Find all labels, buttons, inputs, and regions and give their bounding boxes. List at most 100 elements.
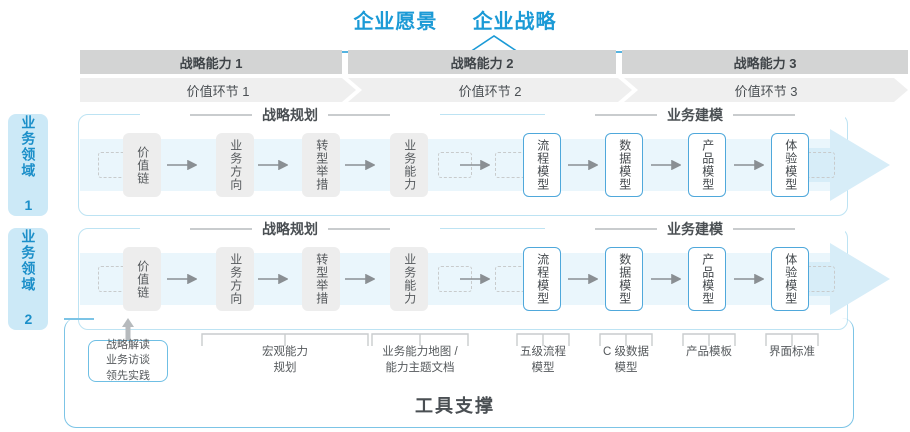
node-label: 产品模型 bbox=[700, 253, 715, 305]
row1-dash-mid-b bbox=[495, 152, 525, 178]
node-label: 转型举措 bbox=[314, 253, 329, 305]
label-line-1: C 级数据 bbox=[603, 346, 649, 358]
node-label: 业务能力 bbox=[402, 139, 417, 191]
section-label-planning-1: 战略规划 bbox=[262, 107, 318, 123]
node-label: 数据模型 bbox=[617, 253, 632, 305]
label-line-1: 宏观能力 bbox=[262, 346, 308, 358]
capability-label-1: 战略能力 1 bbox=[179, 55, 243, 71]
rule-right bbox=[733, 228, 795, 230]
label-line-2: 能力主题文档 bbox=[385, 361, 455, 374]
tool-box-line-2: 业务访谈 bbox=[106, 354, 150, 367]
row2-arrow-head bbox=[830, 243, 890, 315]
row1-arrow-7 bbox=[734, 160, 764, 170]
enterprise-vision-title: 企业愿景 bbox=[353, 11, 438, 33]
node-business-direction-2[interactable]: 业务方向 bbox=[216, 247, 254, 311]
node-label: 体验模型 bbox=[783, 139, 798, 191]
tool-box-strategy-input[interactable]: 战略解读 业务访谈 领先实践 bbox=[88, 339, 168, 382]
row2-dash-end bbox=[805, 266, 835, 292]
rule-left bbox=[595, 114, 657, 116]
capability-cell-1[interactable]: 战略能力 1 bbox=[80, 50, 342, 74]
row1-arrow-6 bbox=[651, 160, 681, 170]
node-value-chain-2[interactable]: 价值链 bbox=[123, 247, 161, 311]
bottom-label-product-template: 产品模板 bbox=[664, 345, 754, 361]
label-line-2: 模型 bbox=[614, 361, 638, 374]
bracket-product-template bbox=[682, 333, 736, 346]
node-data-model-2[interactable]: 数据模型 bbox=[605, 247, 643, 311]
node-process-model-2[interactable]: 流程模型 bbox=[523, 247, 561, 311]
value-link-label-3: 价值环节 3 bbox=[734, 83, 798, 99]
capability-cell-3[interactable]: 战略能力 3 bbox=[622, 50, 908, 74]
section-title-modeling-1: 业务建模 bbox=[545, 107, 845, 123]
section-title-modeling-2: 业务建模 bbox=[545, 221, 845, 237]
value-link-cell-1[interactable]: 价值环节 1 bbox=[80, 78, 356, 102]
node-label: 业务方向 bbox=[228, 253, 243, 305]
bottom-label-five-level-process: 五级流程 模型 bbox=[498, 345, 588, 376]
domain-label-2: 业务领域 2 bbox=[20, 229, 37, 329]
value-link-label-1: 价值环节 1 bbox=[186, 83, 250, 99]
bracket-five-level-process bbox=[516, 333, 570, 346]
top-titles: 企业愿景 企业战略 bbox=[0, 5, 910, 34]
capability-label-3: 战略能力 3 bbox=[733, 55, 797, 71]
row1-arrow-head bbox=[830, 129, 890, 201]
section-label-planning-2: 战略规划 bbox=[262, 221, 318, 237]
section-label-modeling-1: 业务建模 bbox=[667, 107, 723, 123]
sidebar-item-domain-1[interactable]: 业务领域 1 bbox=[8, 114, 48, 216]
row2-arrow-4 bbox=[460, 274, 490, 284]
node-transformation-measures-2[interactable]: 转型举措 bbox=[302, 247, 340, 311]
row2-arrow-1 bbox=[167, 274, 197, 284]
domain-label-1: 业务领域 1 bbox=[20, 115, 37, 215]
rule-left bbox=[595, 228, 657, 230]
bottom-label-ui-standard: 界面标准 bbox=[747, 345, 837, 361]
bottom-label-c-level-data: C 级数据 模型 bbox=[581, 345, 671, 376]
tool-box-line-3: 领先实践 bbox=[106, 369, 150, 382]
bracket-ui-standard bbox=[765, 333, 819, 346]
node-label: 产品模型 bbox=[700, 139, 715, 191]
tool-box-line-1: 战略解读 bbox=[106, 339, 150, 352]
node-label: 业务能力 bbox=[402, 253, 417, 305]
node-process-model-1[interactable]: 流程模型 bbox=[523, 133, 561, 197]
row2-arrow-3 bbox=[345, 274, 375, 284]
node-experience-model-1[interactable]: 体验模型 bbox=[771, 133, 809, 197]
value-link-label-2: 价值环节 2 bbox=[458, 83, 522, 99]
node-label: 转型举措 bbox=[314, 139, 329, 191]
rule-left bbox=[190, 114, 252, 116]
node-business-capability-2[interactable]: 业务能力 bbox=[390, 247, 428, 311]
node-transformation-measures-1[interactable]: 转型举措 bbox=[302, 133, 340, 197]
node-label: 数据模型 bbox=[617, 139, 632, 191]
bottom-label-capability-map: 业务能力地图 / 能力主题文档 bbox=[355, 345, 485, 376]
node-label: 体验模型 bbox=[783, 253, 798, 305]
tool-support-top-edge bbox=[64, 318, 94, 320]
enterprise-strategy-title: 企业战略 bbox=[472, 11, 557, 33]
value-link-row: 价值环节 1 价值环节 2 价值环节 3 bbox=[80, 78, 908, 102]
tool-support-container bbox=[64, 318, 854, 428]
node-product-model-2[interactable]: 产品模型 bbox=[688, 247, 726, 311]
capability-cell-2[interactable]: 战略能力 2 bbox=[348, 50, 616, 74]
section-label-modeling-2: 业务建模 bbox=[667, 221, 723, 237]
value-link-cell-2[interactable]: 价值环节 2 bbox=[348, 78, 632, 102]
label-line-1: 产品模板 bbox=[686, 346, 732, 358]
node-experience-model-2[interactable]: 体验模型 bbox=[771, 247, 809, 311]
node-business-capability-1[interactable]: 业务能力 bbox=[390, 133, 428, 197]
node-data-model-1[interactable]: 数据模型 bbox=[605, 133, 643, 197]
section-title-planning-2: 战略规划 bbox=[140, 221, 440, 237]
row1-arrow-3 bbox=[345, 160, 375, 170]
value-link-cell-3[interactable]: 价值环节 3 bbox=[624, 78, 908, 102]
label-line-2: 规划 bbox=[273, 361, 297, 374]
label-line-1: 五级流程 bbox=[520, 346, 566, 358]
rule-right bbox=[328, 114, 390, 116]
node-business-direction-1[interactable]: 业务方向 bbox=[216, 133, 254, 197]
tool-upward-arrow bbox=[122, 318, 134, 340]
node-product-model-1[interactable]: 产品模型 bbox=[688, 133, 726, 197]
row1-dash-end bbox=[805, 152, 835, 178]
rule-left bbox=[190, 228, 252, 230]
row1-arrow-1 bbox=[167, 160, 197, 170]
row2-arrow-7 bbox=[734, 274, 764, 284]
tool-support-title: 工具支撑 bbox=[415, 396, 495, 416]
node-value-chain-1[interactable]: 价值链 bbox=[123, 133, 161, 197]
rule-right bbox=[328, 228, 390, 230]
capability-header-row: 战略能力 1 战略能力 2 战略能力 3 bbox=[80, 50, 908, 74]
row1-arrow-4 bbox=[460, 160, 490, 170]
section-title-planning-1: 战略规划 bbox=[140, 107, 440, 123]
sidebar-item-domain-2[interactable]: 业务领域 2 bbox=[8, 228, 48, 330]
